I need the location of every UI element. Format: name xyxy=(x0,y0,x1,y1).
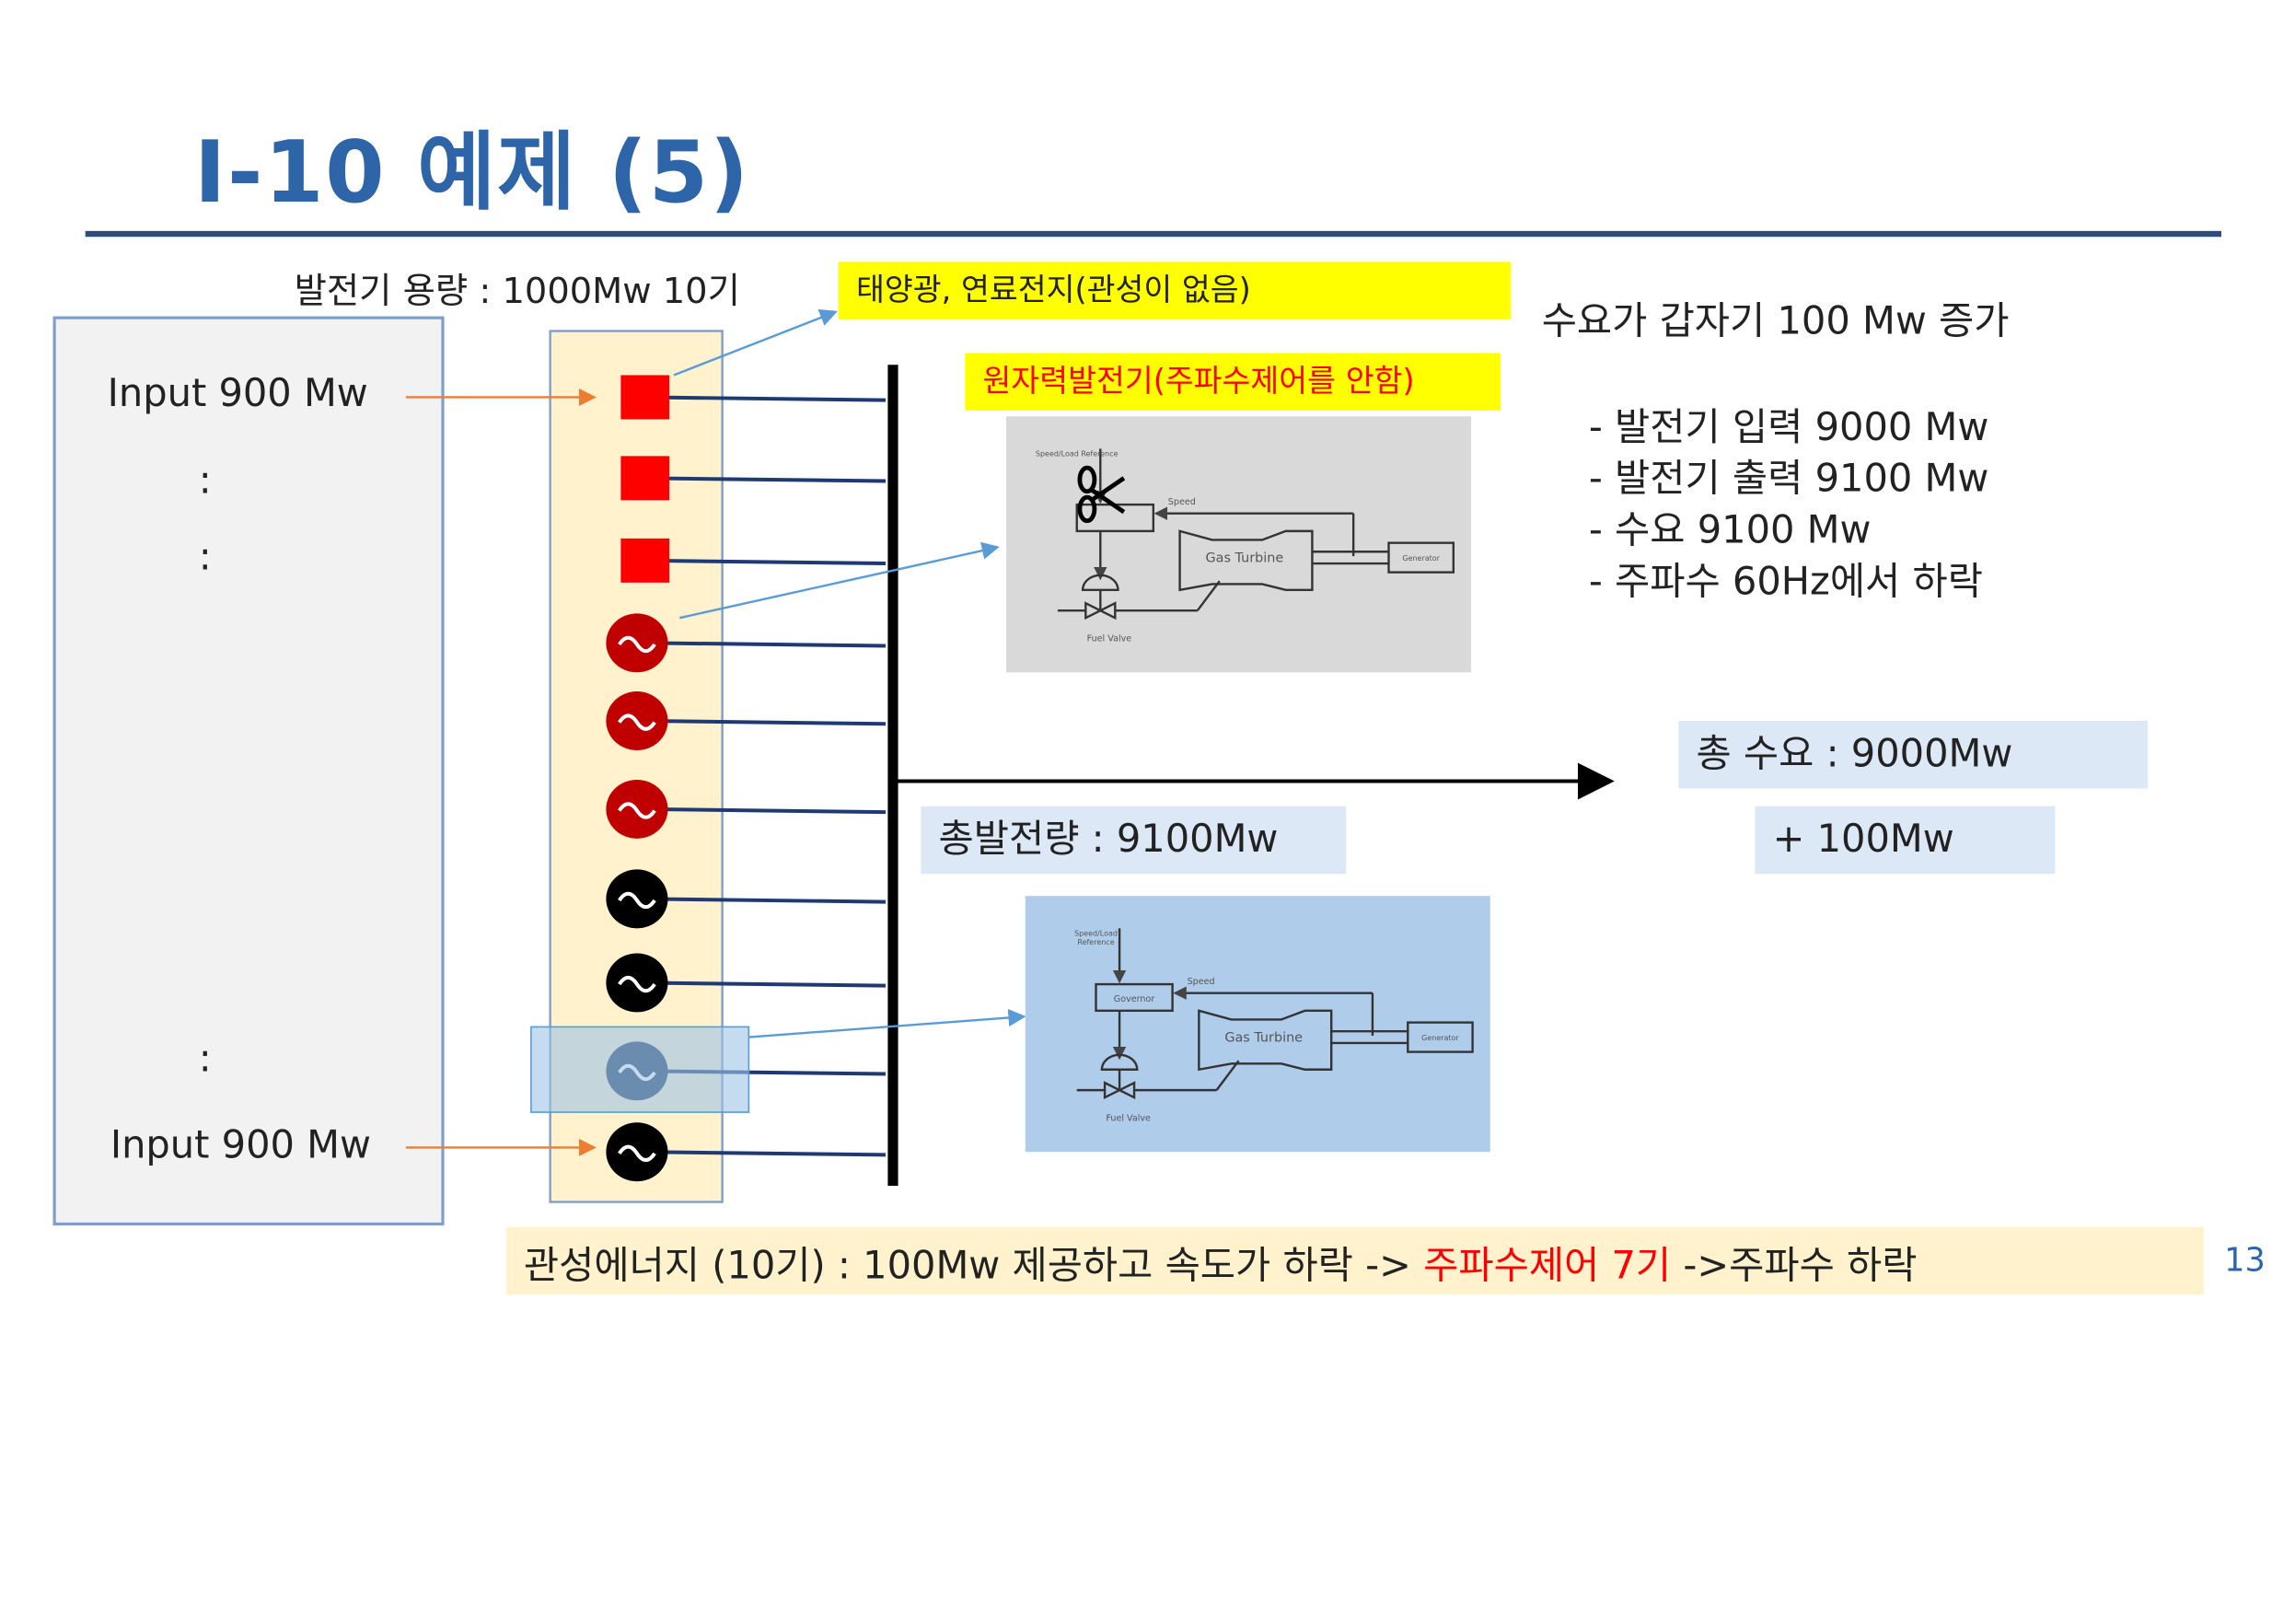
feeder-line xyxy=(647,395,887,402)
svg-text:Fuel Valve: Fuel Valve xyxy=(1087,634,1132,644)
scenario-bullet: - 주파수 60Hz에서 하락 xyxy=(1588,560,1983,605)
feeder-line xyxy=(647,641,887,648)
callout-line-solar xyxy=(673,308,838,377)
svg-text:Speed/Load Reference: Speed/Load Reference xyxy=(1036,449,1119,458)
ellipsis-1: : xyxy=(198,458,212,504)
svg-text:Speed: Speed xyxy=(1188,977,1215,987)
page-title: I-10 예제 (5) xyxy=(193,122,750,223)
svg-text:Gas Turbine: Gas Turbine xyxy=(1206,551,1284,565)
footer-highlight: 주파수제어 7기 xyxy=(1423,1244,1672,1289)
sine-wave-icon xyxy=(618,635,656,654)
inverter-source-icon xyxy=(620,375,670,420)
sine-wave-icon xyxy=(618,975,656,993)
feeder-line xyxy=(647,1150,887,1157)
feeder-line xyxy=(647,806,887,815)
total-generation: 총발전량 : 9100Mw xyxy=(921,806,1347,875)
svg-text:Reference: Reference xyxy=(1077,938,1114,946)
highlight-selected-generator xyxy=(530,1026,750,1113)
generator-box xyxy=(1407,1021,1474,1053)
footer-part3: ->주파수 하락 xyxy=(1671,1244,1918,1289)
total-demand: 총 수요 : 9000Mw xyxy=(1678,721,2149,789)
governor-diagram-bg xyxy=(1025,896,1490,1153)
footer-text: 관성에너지 (10기) : 100Mw 제공하고 속도가 하락 -> 주파수제어… xyxy=(524,1235,1918,1290)
gas-turbine-shape xyxy=(1198,1009,1333,1072)
scenario-bullet: - 발전기 입력 9000 Mw xyxy=(1588,406,1989,450)
callout-line-nuclear xyxy=(679,541,1000,620)
sine-wave-icon xyxy=(618,1144,656,1162)
scenario-heading: 수요가 갑자기 100 Mw 증가 xyxy=(1541,299,2010,344)
feeder-line xyxy=(647,558,887,566)
ellipsis-2: : xyxy=(198,535,212,580)
footer-part1: 관성에너지 (10기) : 100Mw 제공하고 속도가 하락 -> xyxy=(523,1244,1424,1289)
svg-text:Generator: Generator xyxy=(1421,1034,1459,1042)
left-panel xyxy=(52,316,445,1226)
scenario-bullet: - 수요 9100 Mw xyxy=(1588,508,1872,553)
svg-text:Speed: Speed xyxy=(1168,497,1196,507)
sine-wave-icon xyxy=(618,713,656,731)
input-bottom-label: Input 900 Mw xyxy=(110,1123,371,1168)
ellipsis-3: : xyxy=(198,1037,212,1082)
nuclear-callout: 원자력발전기(주파수제어를 안함) xyxy=(965,353,1501,411)
inverter-source-icon xyxy=(620,456,670,501)
demand-increase: + 100Mw xyxy=(1755,806,2056,875)
page-number: 13 xyxy=(2224,1243,2266,1281)
governor-box xyxy=(1095,982,1174,1013)
svg-text:Speed/Load: Speed/Load xyxy=(1074,929,1118,937)
capacity-label: 발전기 용량 : 1000Mw 10기 xyxy=(294,271,740,312)
inverter-source-icon xyxy=(620,538,670,583)
svg-text:Fuel Valve: Fuel Valve xyxy=(1106,1114,1151,1124)
svg-text:Governor: Governor xyxy=(1114,994,1155,1004)
feeder-line xyxy=(647,719,887,726)
sine-wave-icon xyxy=(618,891,656,910)
svg-text:Gas Turbine: Gas Turbine xyxy=(1224,1030,1303,1045)
nuclear-diagram-bg xyxy=(1006,416,1471,673)
svg-text:Generator: Generator xyxy=(1402,554,1440,563)
input-top-label: Input 900 Mw xyxy=(107,372,368,417)
scenario-bullet: - 발전기 출력 9100 Mw xyxy=(1588,457,1989,502)
sine-wave-icon xyxy=(618,802,656,819)
feeder-line xyxy=(647,476,887,483)
solar-callout: 태양광, 연료전지(관성이 없음) xyxy=(838,261,1512,319)
feeder-line xyxy=(647,897,887,904)
feeder-line xyxy=(647,980,887,988)
generator-box xyxy=(1387,541,1455,574)
callout-line-governor xyxy=(748,1008,1026,1038)
fuel-valve-icon xyxy=(1084,601,1117,621)
scissors-icon xyxy=(1077,465,1126,524)
footer-bg xyxy=(505,1226,2204,1295)
fuel-valve-icon xyxy=(1103,1081,1136,1100)
gas-turbine-shape xyxy=(1178,529,1314,592)
